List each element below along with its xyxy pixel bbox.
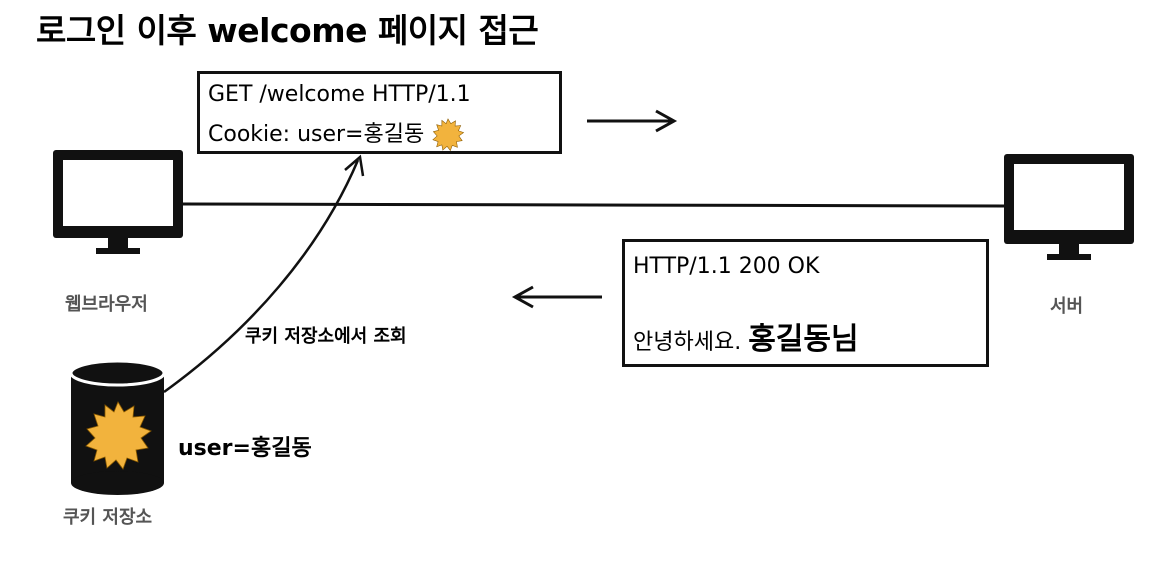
request-cookie-text: Cookie: user=홍길동	[208, 122, 425, 147]
store-sunburst-icon	[85, 401, 152, 470]
response-username: 홍길동님	[748, 322, 859, 357]
response-body: 안녕하세요. 홍길동님	[633, 314, 859, 358]
response-status-line: HTTP/1.1 200 OK	[633, 254, 820, 279]
cookie-store-label: 쿠키 저장소	[63, 507, 153, 528]
response-box: HTTP/1.1 200 OK 안녕하세요. 홍길동님	[622, 239, 989, 367]
cookie-sunburst-icon	[432, 118, 465, 152]
database-cylinder-icon	[69, 359, 166, 495]
response-greeting: 안녕하세요.	[633, 330, 749, 355]
cookie-store-value: user=홍길동	[178, 436, 312, 461]
browser-monitor-icon	[53, 150, 183, 254]
lookup-arrow	[163, 154, 365, 394]
request-line: GET /welcome HTTP/1.1	[208, 82, 471, 107]
request-cookie-header: Cookie: user=홍길동	[208, 116, 465, 152]
request-box: GET /welcome HTTP/1.1 Cookie: user=홍길동	[197, 71, 562, 154]
browser-label: 웹브라우저	[65, 294, 148, 315]
server-monitor-icon	[1004, 154, 1134, 260]
server-label: 서버	[1050, 296, 1084, 317]
connection-line	[181, 202, 1006, 208]
lookup-label: 쿠키 저장소에서 조회	[245, 326, 407, 347]
request-arrow	[587, 109, 678, 133]
response-arrow	[511, 285, 602, 309]
page-title: 로그인 이후 welcome 페이지 접근	[36, 11, 539, 50]
